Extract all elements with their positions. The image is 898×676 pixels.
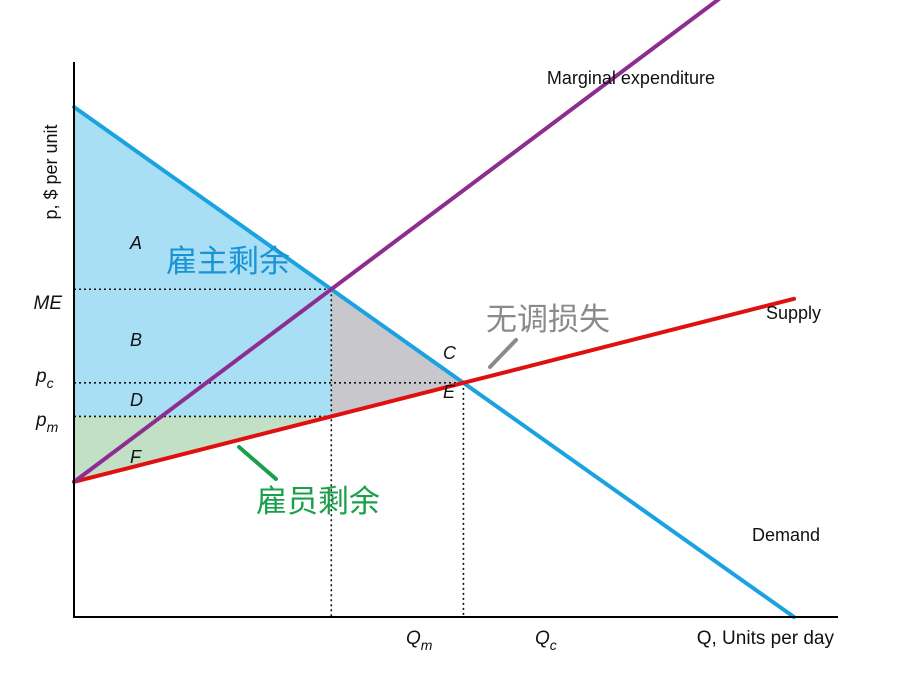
annotation-employee-surplus: 雇员剩余 — [256, 484, 380, 520]
area-label-e: E — [443, 382, 456, 402]
y-tick-pc-main: p — [35, 366, 47, 387]
area-label-a: A — [129, 233, 142, 253]
marginal-expenditure-line — [72, 0, 722, 484]
surplus-areas — [74, 107, 464, 482]
series-label-marginal-expenditure: Marginal expenditure — [547, 68, 715, 88]
y-tick-pc: pc — [35, 366, 54, 391]
guide-lines — [74, 288, 465, 617]
curves — [72, 0, 796, 619]
area-label-f: F — [130, 447, 142, 467]
x-tick-qc-sub: c — [550, 637, 557, 653]
series-label-supply: Supply — [766, 303, 821, 323]
area-ce — [331, 289, 464, 417]
demand-line — [72, 105, 796, 619]
series-label-demand: Demand — [752, 525, 820, 545]
y-tick-me: ME — [34, 293, 63, 314]
y-tick-pm-sub: m — [47, 419, 59, 435]
y-tick-pc-sub: c — [47, 375, 54, 391]
pointer-deadweight-loss — [488, 338, 518, 369]
y-tick-me-main: ME — [34, 293, 63, 314]
pointer-employee-surplus — [237, 445, 278, 481]
x-axis-label: Q, Units per day — [697, 628, 835, 649]
x-tick-qm-main: Q — [406, 628, 421, 649]
y-axis-label: p, $ per unit — [41, 124, 61, 219]
area-label-b: B — [130, 330, 142, 350]
annotation-employer-surplus: 雇主剩余 — [166, 244, 290, 280]
area-label-c: C — [443, 343, 457, 363]
axes — [73, 62, 838, 618]
y-tick-pm-main: p — [35, 410, 47, 431]
x-tick-qm: Qm — [406, 628, 433, 653]
x-tick-qm-sub: m — [421, 637, 433, 653]
annotation-deadweight-loss: 无调损失 — [486, 302, 610, 338]
x-tick-qc-main: Q — [535, 628, 550, 649]
x-tick-qc: Qc — [535, 628, 557, 653]
annotation-pointers — [237, 338, 518, 481]
y-tick-pm: pm — [35, 410, 59, 435]
area-label-d: D — [130, 390, 143, 410]
supply-line — [72, 296, 796, 484]
